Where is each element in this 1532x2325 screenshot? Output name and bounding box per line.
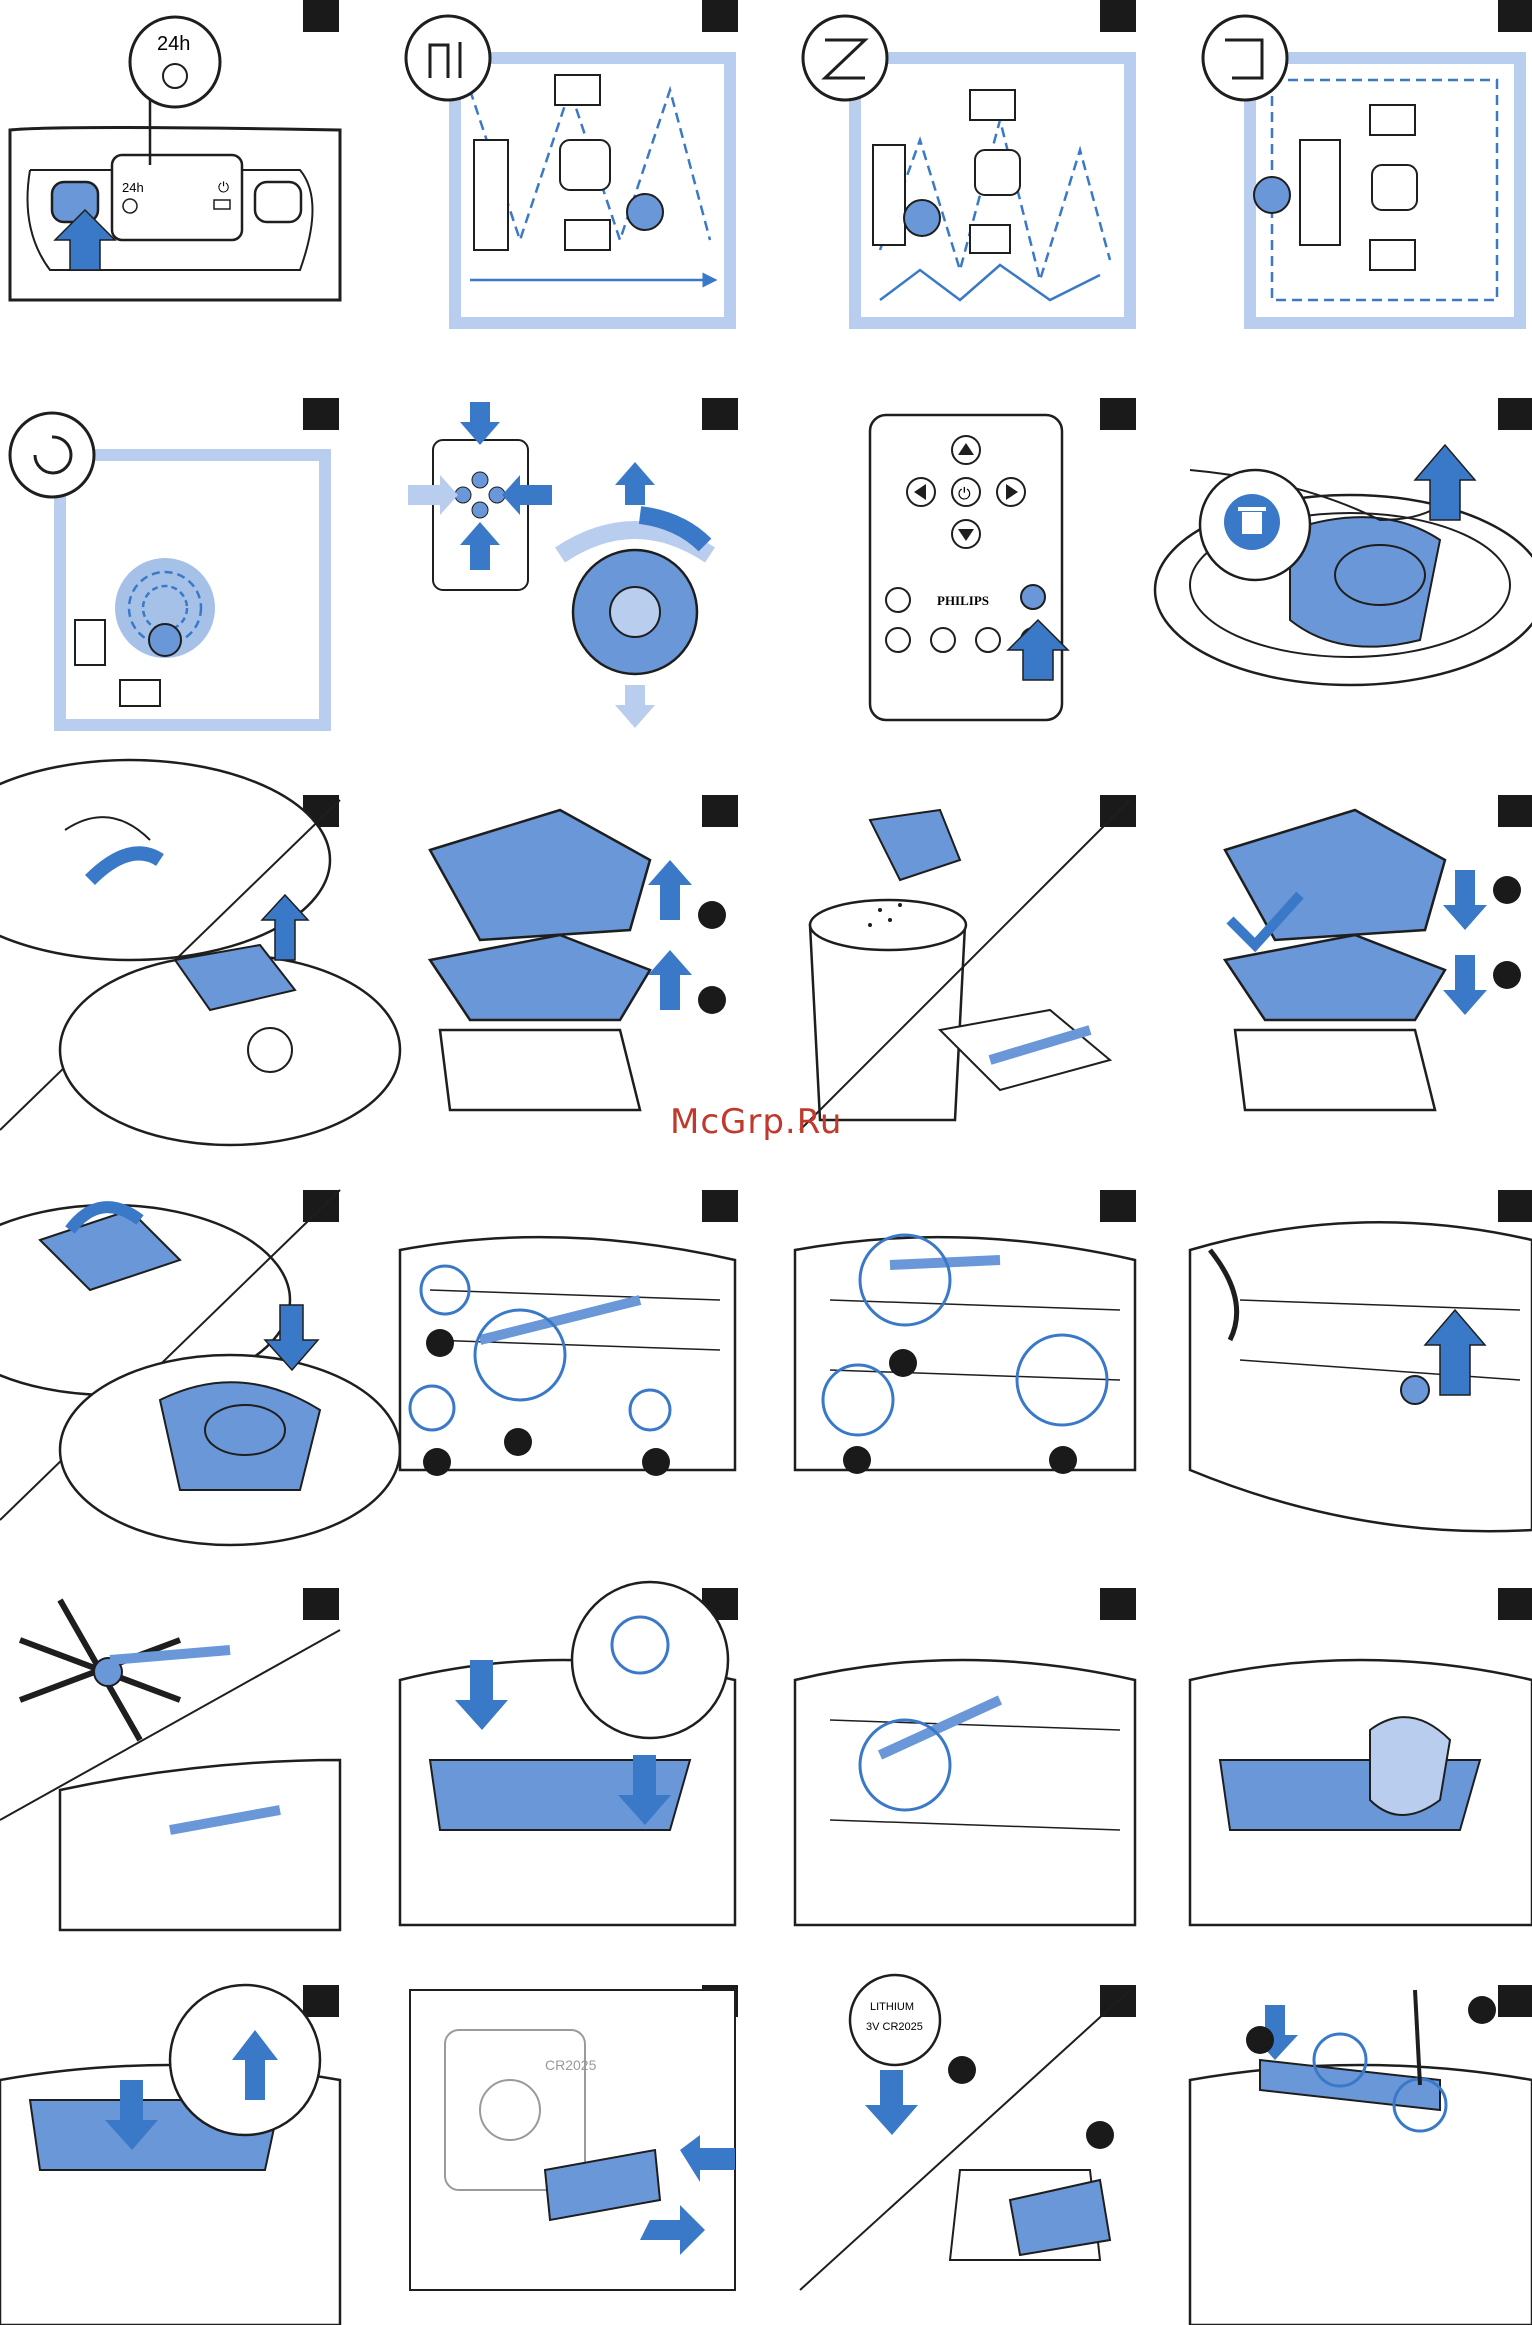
battery-label: CR2025 <box>545 2057 597 2073</box>
step-marker <box>504 1428 532 1456</box>
step-marker <box>1049 1446 1077 1474</box>
panel-3-random-mode <box>803 0 1136 323</box>
panel-10-bin-parts <box>430 795 738 1110</box>
panel-14-brush-cleaning <box>400 1190 738 1476</box>
step-badge <box>303 1588 339 1620</box>
step-marker-1 <box>1246 2026 1274 2054</box>
timer-bubble <box>130 17 220 107</box>
step-badge <box>1498 1985 1532 2017</box>
panel-23-replace-battery: LITHIUM 3V CR2025 <box>800 1975 1136 2290</box>
step-marker <box>423 1448 451 1476</box>
panel-22-battery-holder: CR2025 <box>410 1985 738 2290</box>
step-badge <box>702 398 738 430</box>
battery-text: 3V CR2025 <box>866 2021 923 2033</box>
power-icon: ⏻ <box>218 179 229 195</box>
step-marker-1 <box>1493 876 1521 904</box>
panel-12-reassemble-bin <box>1225 795 1532 1110</box>
zigzag-button[interactable] <box>886 628 910 652</box>
step-badge <box>1100 1190 1136 1222</box>
panel-8-dustbin-removal <box>1155 398 1532 685</box>
step-badge <box>303 398 339 430</box>
robot-icon <box>1254 177 1290 213</box>
step-marker <box>843 1446 871 1474</box>
step-badge <box>303 1985 339 2017</box>
step-badge <box>702 1190 738 1222</box>
robot-icon <box>904 200 940 236</box>
step-badge <box>1100 0 1136 32</box>
spot-mode-icon <box>10 413 94 497</box>
step-badge <box>702 795 738 827</box>
step-badge <box>702 0 738 32</box>
step-marker <box>889 1349 917 1377</box>
step-badge <box>1100 1588 1136 1620</box>
step-badge <box>1498 398 1532 430</box>
step-badge <box>1498 1190 1532 1222</box>
panel-16-remove-side-brush <box>1190 1190 1532 1531</box>
panel-24-screw-cover <box>1190 1985 1532 2325</box>
battery-coin <box>850 1975 940 2065</box>
random-button[interactable] <box>976 628 1000 652</box>
step-marker <box>426 1329 454 1357</box>
step-marker-2 <box>1493 961 1521 989</box>
home-button[interactable] <box>886 588 910 612</box>
step-badge <box>303 1190 339 1222</box>
timer-bubble-label: 24h <box>157 33 190 55</box>
spot-button[interactable] <box>931 628 955 652</box>
step-badge <box>1498 0 1532 32</box>
step-badge <box>1498 795 1532 827</box>
step-marker-2 <box>698 986 726 1014</box>
side-button[interactable] <box>255 182 301 222</box>
power-icon: ⏻ <box>958 486 971 503</box>
step-marker <box>642 1448 670 1476</box>
step-marker-1 <box>948 2056 976 2084</box>
step-marker-2 <box>1468 1996 1496 2024</box>
panel-19-clean-main-brush <box>795 1588 1136 1925</box>
panel-7-remote-control: ⏻ PHILIPS <box>870 398 1136 720</box>
panel-20-wipe-cover <box>1190 1588 1532 1925</box>
step-badge <box>1100 398 1136 430</box>
wall-follow-mode-icon <box>1203 16 1287 100</box>
brand-label: PHILIPS <box>937 593 989 608</box>
panel-11-empty-into-bin <box>800 795 1136 1130</box>
step-badge <box>303 0 339 32</box>
step-marker-1 <box>698 901 726 929</box>
robot-icon <box>627 194 663 230</box>
panel-1-timer: 24h ⏻ 24h <box>10 0 340 300</box>
panel-13-insert-bin <box>0 1190 400 1545</box>
watermark: McGrp.Ru <box>670 1102 842 1142</box>
panel-21-remove-cover <box>0 1985 340 2325</box>
panel-6-remote-directions <box>408 398 738 728</box>
panel-4-wall-follow-mode <box>1203 0 1532 323</box>
display-timer-label: 24h <box>122 180 144 195</box>
panel-9-lift-bin <box>0 760 400 1145</box>
robot-icon <box>149 624 181 656</box>
panel-17-clean-side-brush <box>0 1588 340 1930</box>
zoom-bubble <box>572 1582 728 1738</box>
panel-18-install-cover <box>400 1582 738 1925</box>
panel-2-zigzag-mode <box>406 0 738 323</box>
display-window <box>112 155 242 240</box>
step-badge <box>1498 1588 1532 1620</box>
step-marker-2 <box>1086 2121 1114 2149</box>
panel-5-spot-mode <box>10 398 339 725</box>
panel-15-wheel-cleaning <box>795 1190 1136 1474</box>
battery-text: LITHIUM <box>870 2001 914 2013</box>
timer-button[interactable] <box>1021 585 1045 609</box>
